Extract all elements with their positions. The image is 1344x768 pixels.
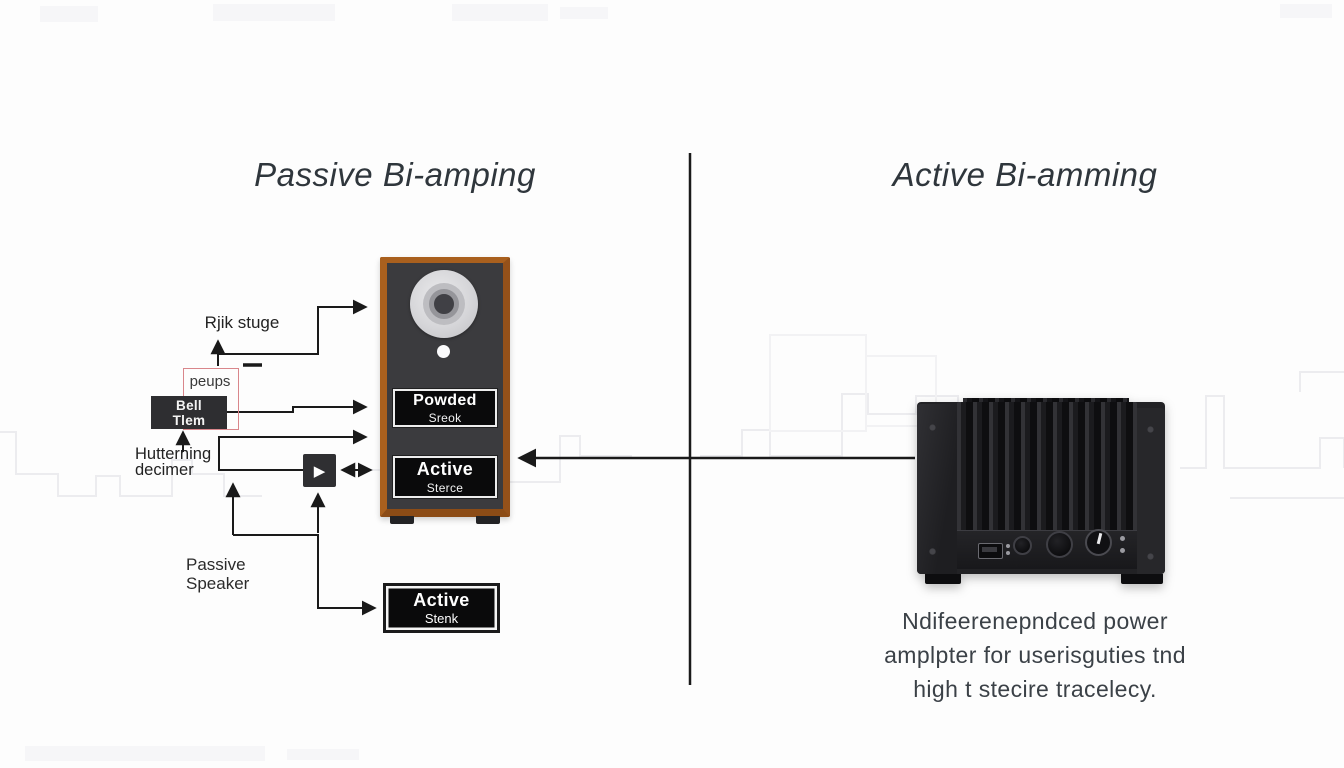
- active-stenk-box: Active Stenk: [383, 583, 500, 633]
- passive-speaker-line1: Passive: [186, 555, 246, 574]
- amp-screw-bottom-right: [1147, 553, 1154, 560]
- speaker-woofer-hub: [429, 289, 459, 319]
- amp-heatsink: [957, 402, 1137, 530]
- amp-foot-right: [1121, 574, 1163, 584]
- rjik-stuge-label: Rjik stuge: [204, 313, 280, 332]
- amp-indicator-dot-4: [1120, 548, 1125, 553]
- caption-line2: amplpter for userisguties tnd: [884, 642, 1186, 668]
- right-title: Active Bi-amming: [892, 156, 1158, 193]
- bell-tlem-line1: Bell: [176, 397, 202, 413]
- hutterning-decimer-label: Hutterning decimer: [135, 445, 212, 479]
- badge-active-line2: Sterce: [426, 481, 464, 495]
- amp-indicator-dot-1: [1006, 544, 1010, 548]
- amplifier-caption: Ndifeerenepndced power amplpter for user…: [840, 604, 1230, 706]
- active-stenk-line1: Active: [413, 590, 470, 610]
- bell-tlem-line2: Tlem: [172, 412, 206, 428]
- hutterning-line2: decimer: [135, 461, 194, 479]
- amp-usb-tab: [982, 547, 997, 552]
- amp-foot-left: [925, 574, 961, 584]
- amp-right-face: [1137, 408, 1165, 574]
- left-title: Passive Bi-amping: [254, 156, 536, 193]
- amp-dial-pointer: [1096, 532, 1102, 545]
- caption-line3: high t stecire tracelecy.: [913, 676, 1157, 702]
- amp-volume-dial: [1085, 529, 1112, 556]
- amp-left-face: [917, 404, 957, 574]
- speaker-foot-right: [476, 516, 500, 524]
- amplifier: [915, 398, 1167, 590]
- amp-screw-bottom-left: [929, 548, 936, 555]
- play-icon: ▶: [313, 462, 326, 480]
- passive-speaker-line2: Speaker: [186, 574, 250, 593]
- peups-label: peups: [189, 373, 231, 390]
- amp-usb-port: [978, 543, 1003, 559]
- amp-screw-top-right: [1147, 426, 1154, 433]
- amp-screw-top-left: [929, 424, 936, 431]
- badge-active-line1: Active: [416, 459, 474, 479]
- active-stenk-line2: Stenk: [424, 611, 459, 626]
- speaker-badge-powered: Powded Sreok: [392, 388, 498, 428]
- amp-indicator-dot-3: [1120, 536, 1125, 541]
- bell-tlem-box: Bell Tlem: [151, 396, 227, 429]
- amp-knob-small: [1013, 536, 1032, 555]
- speaker-tweeter-dot-icon: [437, 345, 450, 358]
- caption-line1: Ndifeerenepndced power: [902, 608, 1168, 634]
- speaker-badge-active: Active Sterce: [392, 455, 498, 499]
- speaker-foot-left: [390, 516, 414, 524]
- passive-speaker-label: Passive Speaker: [186, 555, 249, 593]
- play-button-box: ▶: [303, 454, 336, 487]
- badge-powered-line2: Sreok: [428, 410, 462, 425]
- amp-knob-large: [1046, 531, 1073, 558]
- badge-powered-line1: Powded: [413, 391, 477, 409]
- hutterning-line1: Hutterning: [135, 445, 212, 463]
- amp-indicator-dot-2: [1006, 551, 1010, 555]
